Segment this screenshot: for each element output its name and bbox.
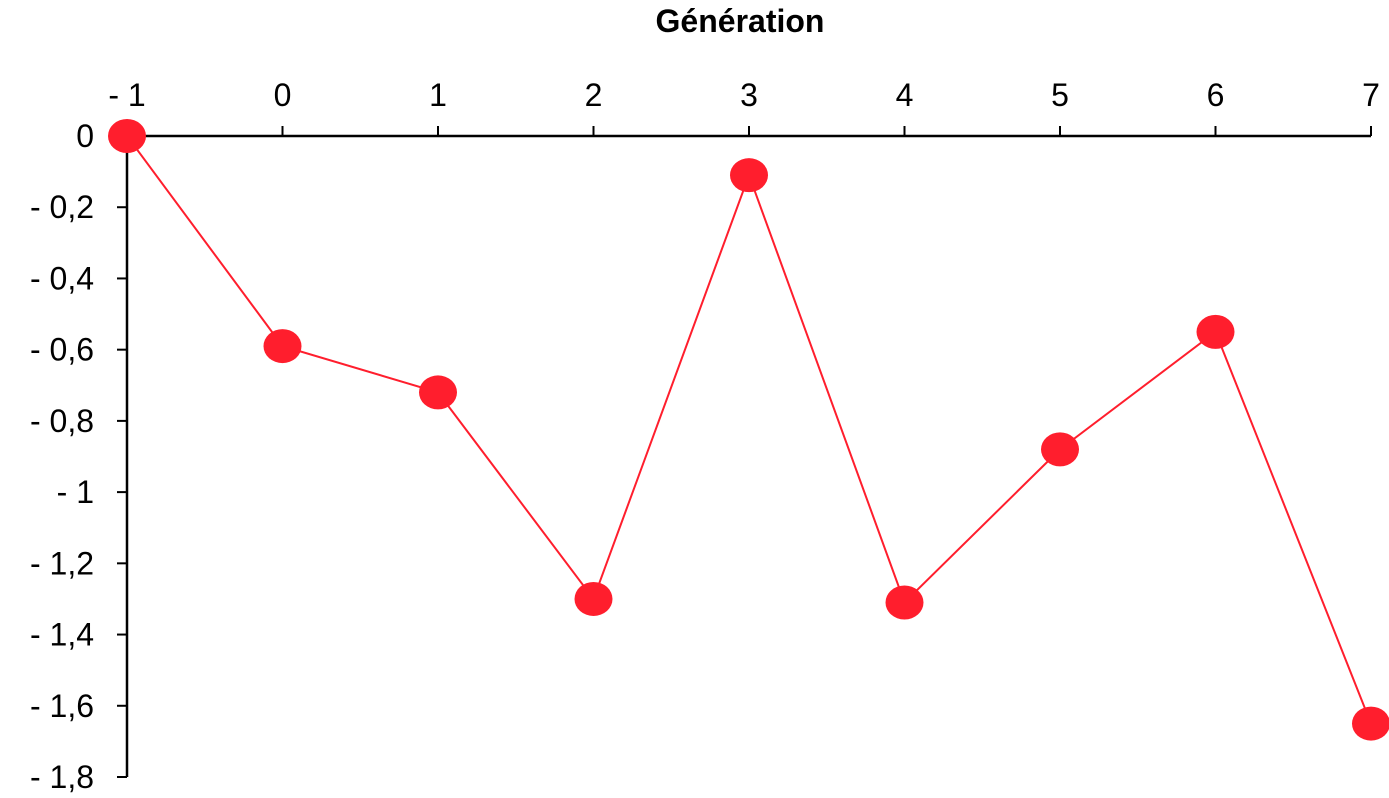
- y-tick-label: 0: [76, 118, 94, 154]
- x-tick-label: 4: [896, 77, 914, 113]
- data-point: [574, 581, 613, 616]
- x-tick-label: 2: [585, 77, 603, 113]
- y-tick-label: - 0,6: [30, 332, 94, 368]
- chart-title: Génération: [656, 3, 825, 39]
- data-point: [730, 158, 768, 193]
- x-tick-label: 7: [1362, 77, 1380, 113]
- x-tick-label: 6: [1207, 77, 1225, 113]
- x-tick-label: 3: [740, 77, 758, 113]
- x-tick-label: 5: [1051, 77, 1069, 113]
- data-point: [108, 119, 146, 153]
- y-tick-label: - 1,2: [30, 545, 94, 581]
- x-tick-label: 0: [274, 77, 292, 113]
- y-tick-label: - 1,6: [30, 688, 94, 724]
- data-point: [263, 329, 302, 364]
- data-point: [419, 375, 457, 410]
- series-group: [108, 119, 1389, 741]
- y-tick-label: - 0,4: [30, 260, 94, 296]
- x-tick-label: - 1: [108, 77, 145, 113]
- x-tick-label: 1: [429, 77, 447, 113]
- data-point: [1196, 314, 1235, 349]
- y-tick-label: - 1,4: [30, 617, 94, 653]
- y-tick-label: - 0,8: [30, 403, 94, 439]
- y-tick-label: - 1: [57, 474, 94, 510]
- axes: - 1 0 1 2 3 4 5 6 7 0 - 0,2 - 0,4 - 0,6 - 0,8 - 1 - 1,2…: [30, 77, 1380, 795]
- y-tick-label: - 1,8: [30, 759, 94, 795]
- data-point: [1041, 432, 1079, 467]
- series-line: [126, 135, 1372, 724]
- data-point: [1352, 706, 1389, 741]
- y-tick-label: - 0,2: [30, 189, 94, 225]
- data-point: [885, 585, 924, 620]
